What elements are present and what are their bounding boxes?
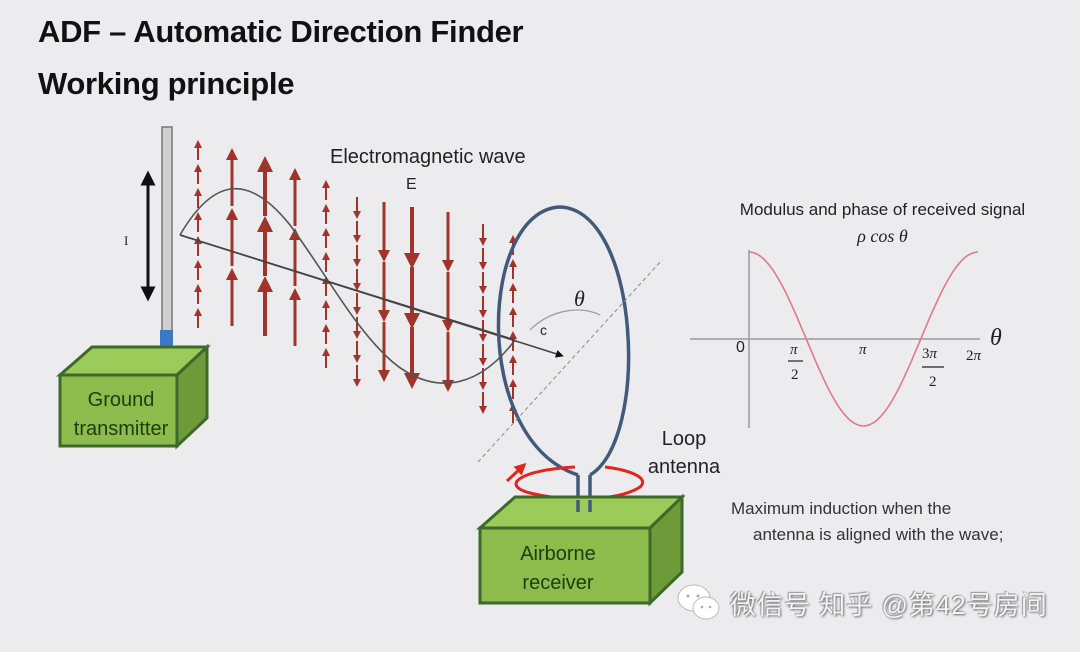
watermark: 微信号 知乎 @第42号房间	[730, 590, 1048, 620]
slide-title: ADF – Automatic Direction Finder	[38, 14, 524, 49]
svg-text:0: 0	[736, 339, 745, 356]
svg-text:θ: θ	[990, 325, 1002, 351]
loop-antenna	[477, 205, 663, 510]
transmitter-mast	[160, 126, 173, 366]
svg-text:2: 2	[791, 367, 799, 383]
antenna-label-line1: Loop	[661, 428, 707, 450]
propagation-label: c	[540, 322, 547, 338]
note-line1: Maximum induction when the	[731, 499, 952, 518]
svg-text:3π: 3π	[922, 346, 938, 362]
antenna-label-line2: antenna	[647, 456, 721, 478]
wave-label: Electromagnetic wave	[330, 146, 526, 168]
airborne-receiver-box	[476, 493, 686, 607]
svg-text:π: π	[859, 342, 867, 358]
wechat-icon	[677, 584, 720, 620]
ground-transmitter-box	[56, 343, 211, 450]
svg-text:π: π	[790, 342, 798, 358]
receiver-label-line1: Airborne	[520, 543, 596, 565]
chart-subtitle: ρ cos θ	[857, 226, 908, 246]
chart-title: Modulus and phase of received signal	[739, 200, 1026, 219]
cosine-chart	[690, 250, 980, 428]
loop-antenna-label: Loop antenna	[642, 425, 726, 481]
note-line2: antenna is aligned with the wave;	[753, 525, 1004, 544]
transmitter-label-line2: transmitter	[73, 418, 169, 440]
ground-transmitter-label: Ground transmitter	[66, 386, 176, 444]
field-label: E	[406, 176, 417, 193]
slide-subtitle: Working principle	[38, 66, 295, 101]
receiver-label-line2: receiver	[522, 572, 594, 594]
svg-text:2π: 2π	[966, 348, 982, 364]
transmitter-label-line1: Ground	[87, 389, 155, 411]
chart-x-ticks: 0 π 2 π 3π 2 2π θ	[736, 325, 1002, 390]
airborne-receiver-label: Airborne receiver	[494, 540, 622, 598]
svg-text:2: 2	[929, 374, 937, 390]
current-label: I	[124, 233, 129, 248]
angle-label: θ	[574, 286, 585, 311]
electric-field-arrows	[194, 140, 517, 423]
wave-curve	[179, 187, 516, 384]
rotation-arrow-icon	[505, 462, 644, 501]
